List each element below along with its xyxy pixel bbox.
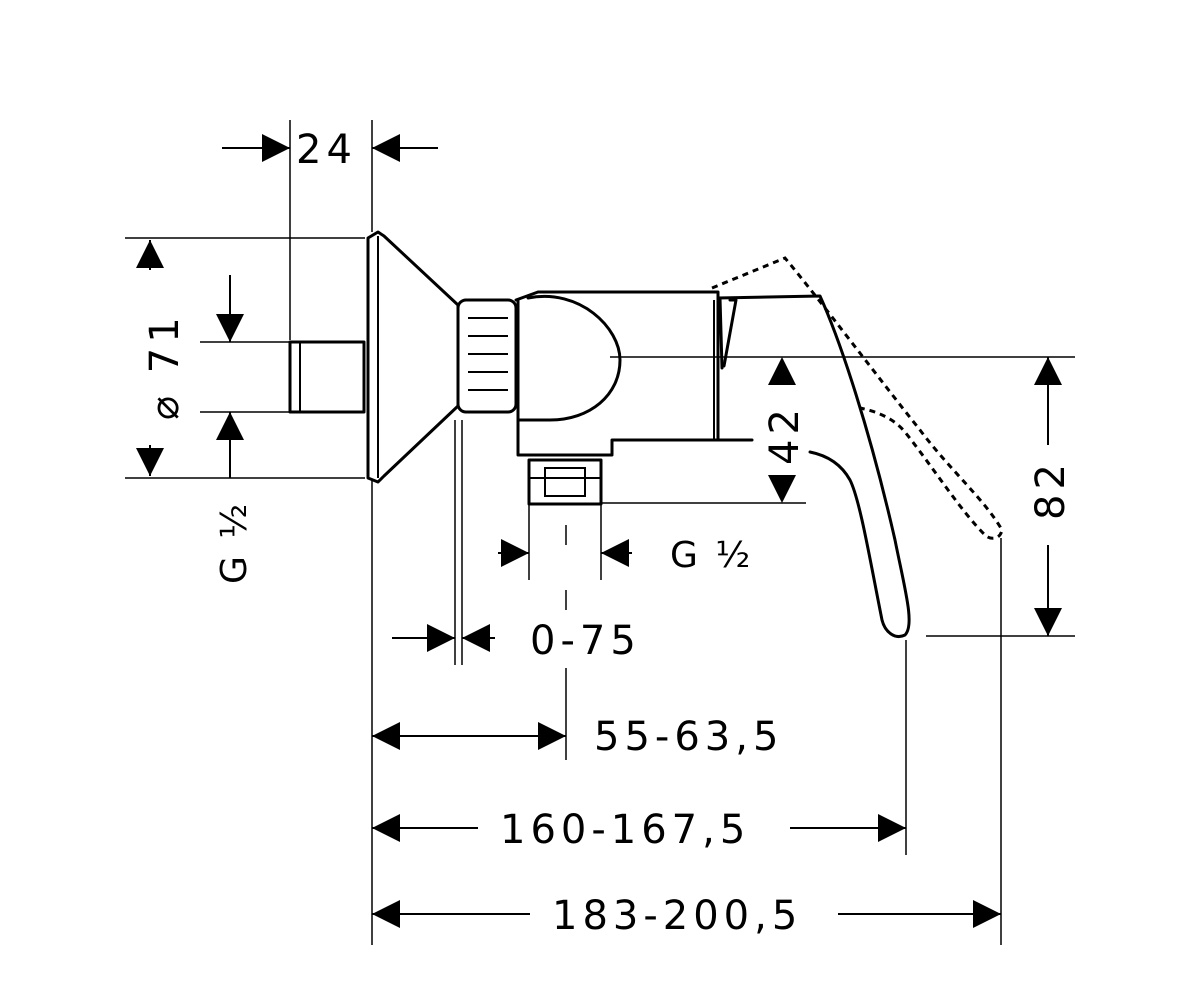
- dim-label-55-63-5: 55-63,5: [594, 714, 783, 760]
- eccentric-connector: [288, 340, 366, 414]
- dim-label-24: 24: [296, 127, 357, 173]
- dim-label-82: 82: [1028, 459, 1074, 520]
- dim-label-0-75: 0-75: [530, 618, 641, 664]
- dim-label-42: 42: [762, 404, 808, 465]
- mixer-body: [514, 290, 720, 457]
- dim-label-183-200-5: 183-200,5: [552, 893, 802, 939]
- lever-solid: [716, 294, 911, 638]
- dim-label-160-167-5: 160-167,5: [500, 807, 750, 853]
- outlet-connection: [527, 458, 603, 506]
- wall-rosette: [366, 230, 460, 484]
- threaded-nut: [456, 298, 518, 414]
- dim-label-g-half-left: G ½: [214, 501, 255, 584]
- dim-label-g-half-bottom: G ½: [670, 535, 753, 576]
- dimension-arrows: [136, 134, 1062, 928]
- dim-label-diameter-71: ⌀ 71: [142, 312, 188, 420]
